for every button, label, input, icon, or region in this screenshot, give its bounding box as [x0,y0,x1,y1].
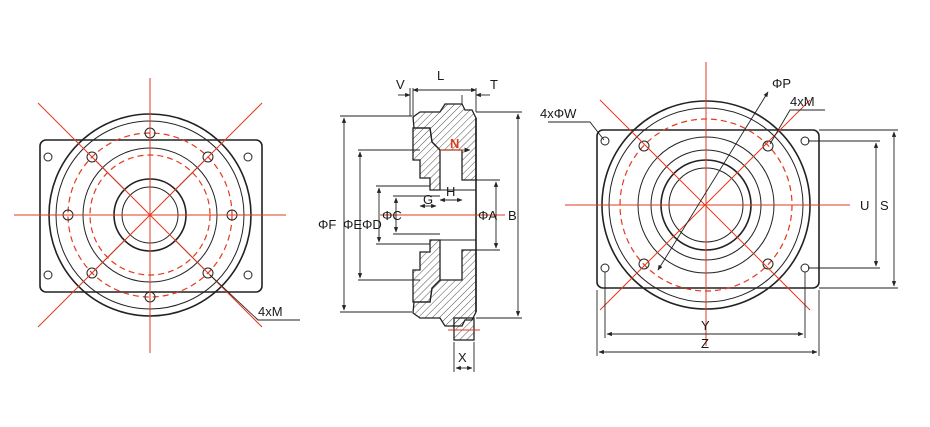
right-bolt-hole [638,258,650,270]
right-s-label: S [880,198,889,213]
right-u-label: U [860,198,869,213]
right-corner-hole-tr [800,136,810,146]
section-b-label: B [508,208,517,223]
left-corner-hole-tl [43,152,53,162]
right-y-label: Y [701,318,710,333]
left-corner-hole-bl [43,270,53,280]
section-l-label: L [437,68,444,83]
left-corner-hole-br [243,270,253,280]
section-v-label: V [396,77,405,92]
right-phi-p-label: ΦP [772,76,791,91]
section-profile-upper-flange [412,127,441,191]
section-view: V L T ΦF ΦE ΦD ΦC ΦA B N H G [318,68,522,372]
right-thread-label: 4xM [790,94,815,109]
right-bolt-hole [638,140,650,152]
left-bolt-hole [202,267,214,279]
right-corner-hole-br [800,263,810,273]
section-phi-e-label: ΦE [343,217,362,232]
left-thread-label: 4xM [258,304,283,319]
section-h-label: H [446,184,455,199]
left-bolt-hole [202,151,214,163]
right-z-label: Z [701,336,709,351]
right-corner-hole-tl [600,136,610,146]
right-end-view: ΦP 4xM 4xΦW U S Y Z [540,62,898,356]
left-bolt-hole [86,267,98,279]
left-end-view: 4xM [14,78,300,353]
right-corner-hole-bl [600,263,610,273]
left-corner-hole-tr [243,152,253,162]
section-profile-lower-flange [412,239,441,303]
right-square-flange [596,129,820,289]
section-foot [453,317,475,341]
section-phi-a-label: ΦA [478,208,497,223]
section-phi-d-label: ΦD [362,217,382,232]
section-phi-c-label: ΦC [382,208,402,223]
left-bolt-hole [86,151,98,163]
section-n-label: N [450,136,459,151]
section-x-label: X [458,350,467,365]
right-holes-label: 4xΦW [540,106,577,121]
section-phi-f-label: ΦF [318,217,336,232]
section-t-label: T [490,77,498,92]
section-g-label: G [423,192,433,207]
